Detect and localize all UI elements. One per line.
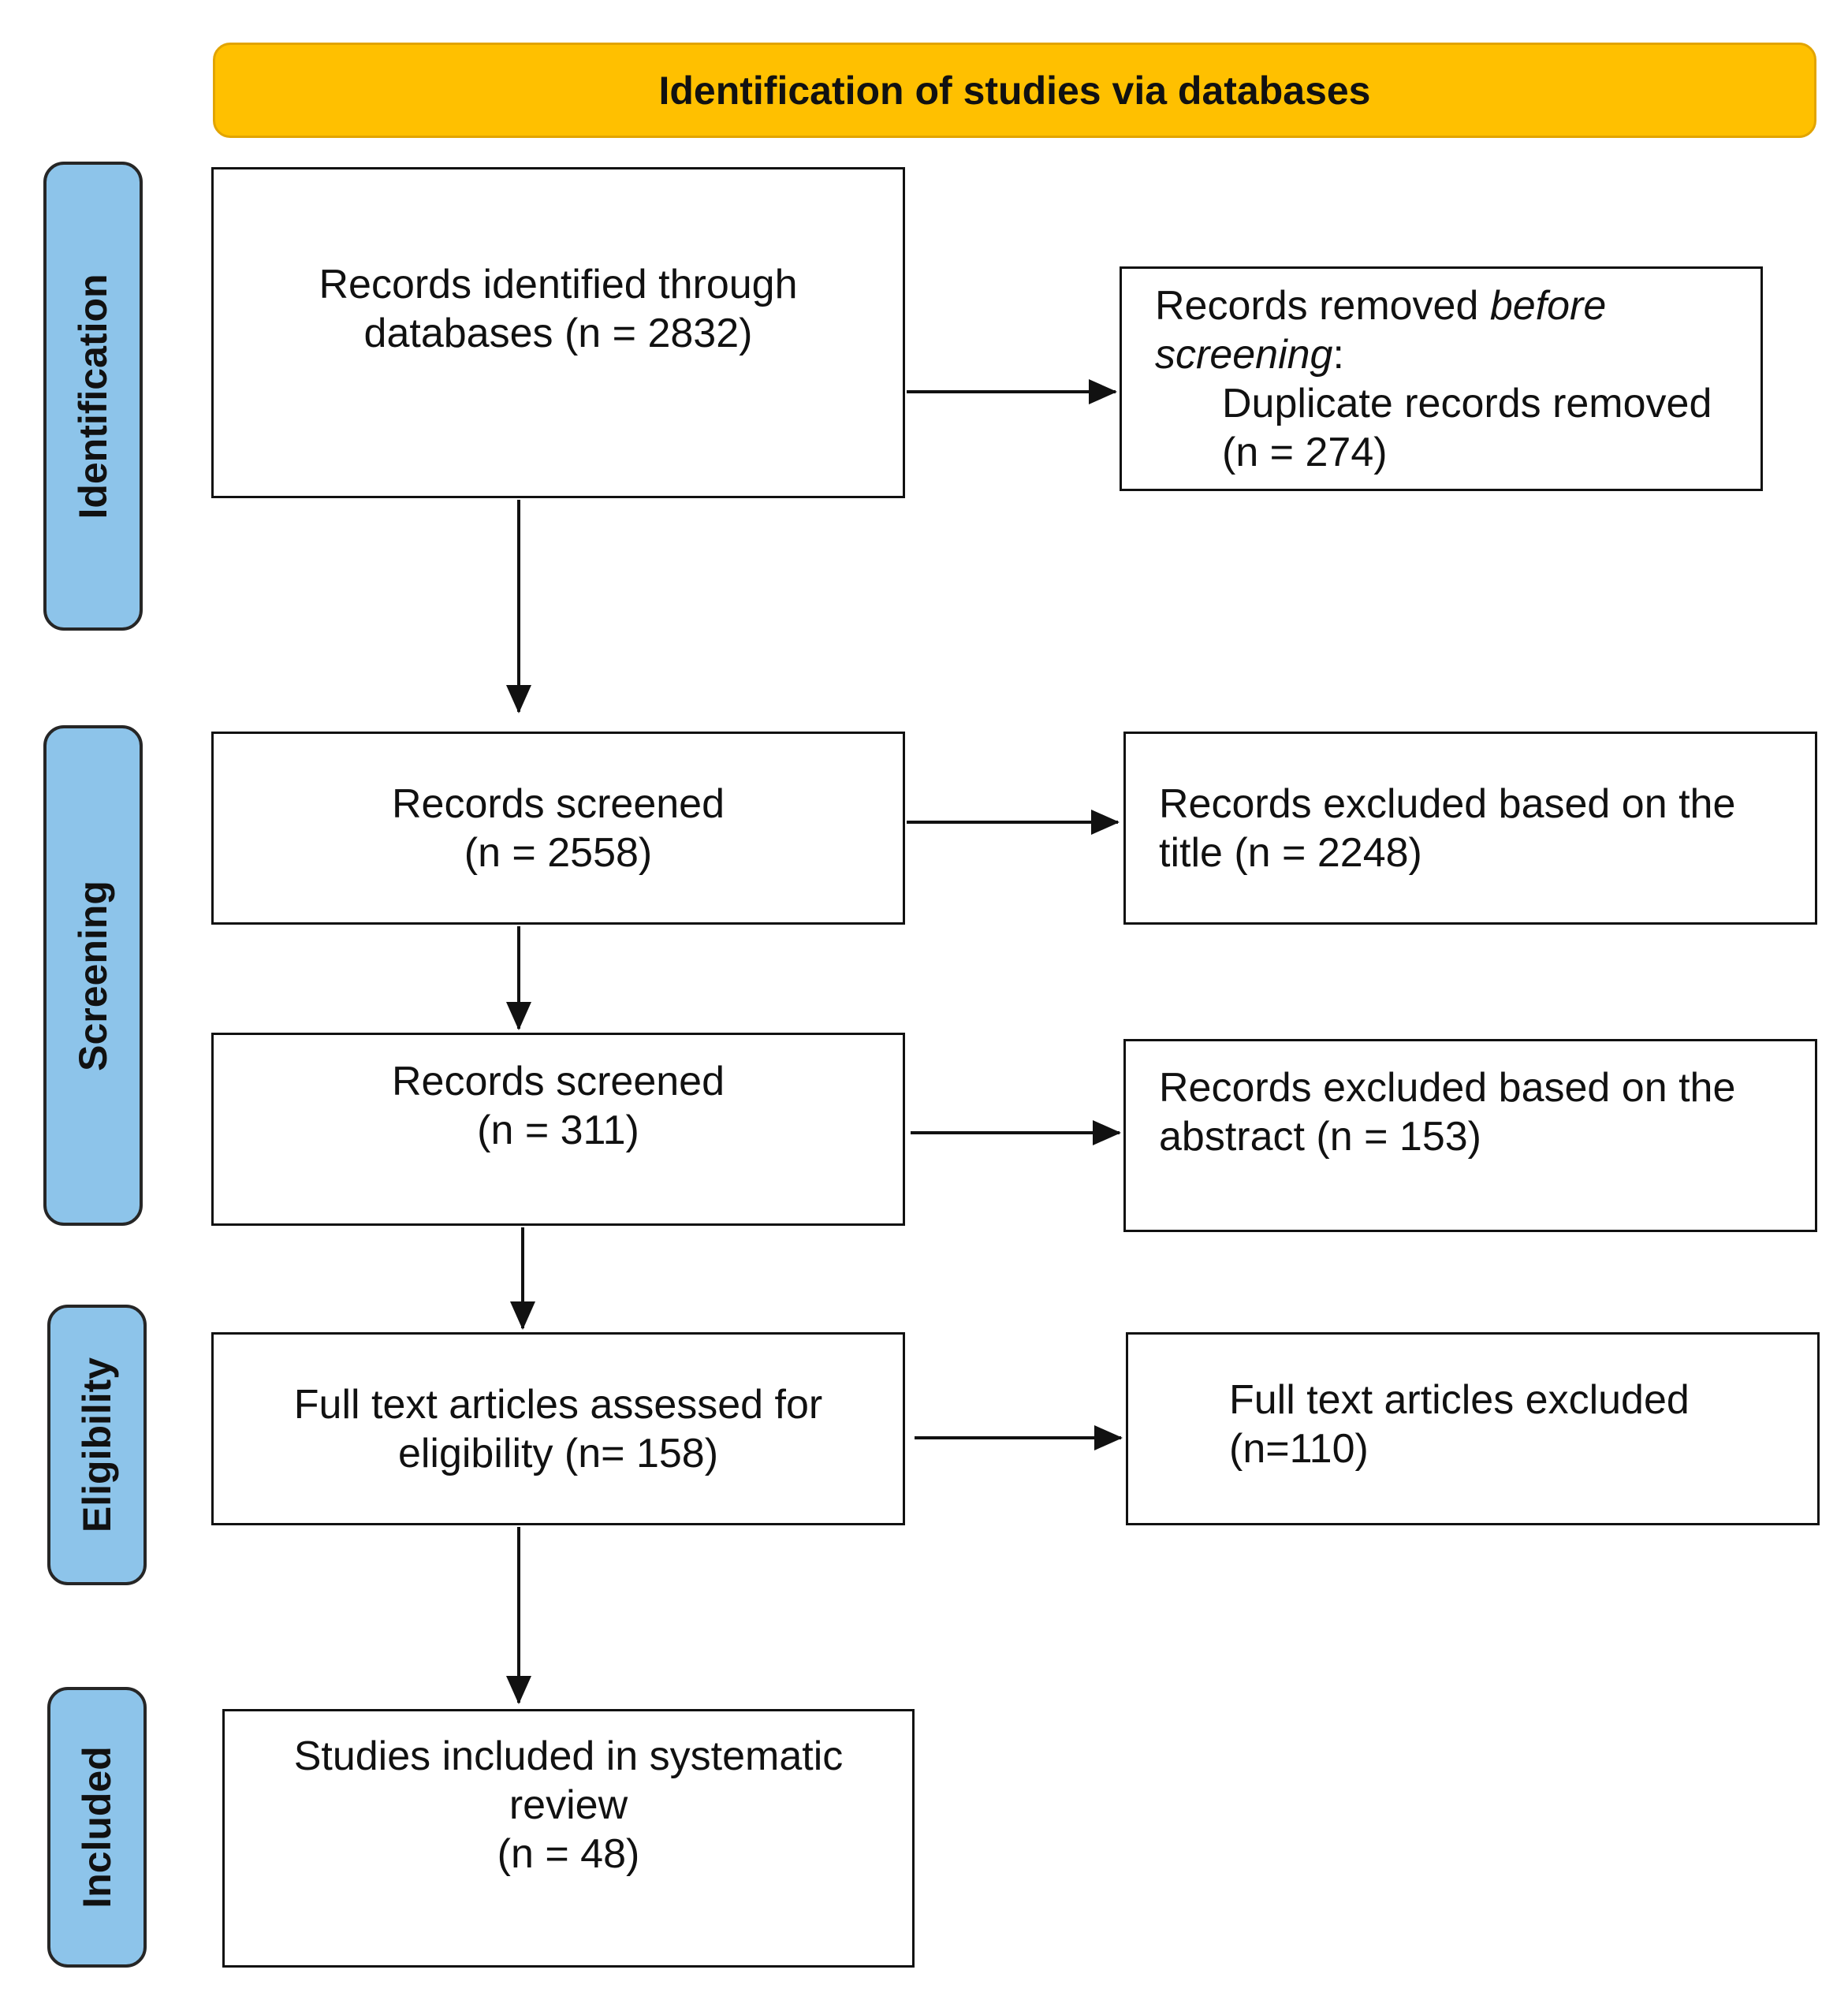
phase-identification: Identification [43, 162, 143, 631]
records-identified-line2: databases (n = 2832) [363, 311, 753, 356]
studies-included-box: Studies included in systematic review (n… [222, 1709, 915, 1968]
fulltext-excluded-line1: Full text articles excluded [1229, 1377, 1690, 1423]
records-identified-box: Records identified through databases (n … [211, 167, 905, 498]
records-removed-colon: : [1332, 332, 1344, 378]
fulltext-excluded-box: Full text articles excluded (n=110) [1126, 1332, 1820, 1525]
records-removed-line4: (n = 274) [1222, 430, 1388, 475]
excluded-abstract-line2: abstract (n = 153) [1159, 1114, 1481, 1160]
studies-included-line1: Studies included in systematic [293, 1733, 844, 1779]
records-identified-line1: Records identified through [319, 262, 798, 307]
records-screened-2-line1: Records screened [392, 1059, 725, 1104]
records-removed-prefix: Records removed [1155, 283, 1490, 329]
records-removed-line2: screening: [1155, 330, 1760, 379]
studies-included-line3: (n = 48) [497, 1831, 640, 1877]
banner-title: Identification of studies via databases [658, 68, 1371, 113]
studies-included-line2: review [509, 1782, 628, 1828]
phase-screening: Screening [43, 725, 143, 1226]
records-removed-screening: screening [1155, 332, 1333, 378]
records-screened-2-line2: (n = 311) [477, 1108, 639, 1153]
records-removed-box: Records removed before screening: Duplic… [1120, 266, 1763, 491]
records-screened-1-line2: (n = 2558) [464, 830, 653, 876]
excluded-title-line2: title (n = 2248) [1159, 830, 1422, 876]
records-screened-box-1: Records screened (n = 2558) [211, 732, 905, 925]
records-screened-box-2: Records screened (n = 311) [211, 1033, 905, 1226]
records-removed-before: before [1489, 283, 1607, 329]
fulltext-excluded-line2: (n=110) [1229, 1426, 1369, 1472]
phase-included: Included [47, 1687, 147, 1968]
records-removed-line3: Duplicate records removed [1222, 381, 1712, 426]
records-removed-line1: Records removed before [1155, 281, 1760, 330]
identification-banner: Identification of studies via databases [213, 43, 1816, 138]
fulltext-assessed-box: Full text articles assessed for eligibil… [211, 1332, 905, 1525]
records-screened-1-line1: Records screened [392, 781, 725, 827]
excluded-title-box: Records excluded based on the title (n =… [1123, 732, 1817, 925]
excluded-abstract-line1: Records excluded based on the [1159, 1065, 1736, 1111]
excluded-abstract-box: Records excluded based on the abstract (… [1123, 1039, 1817, 1232]
fulltext-assessed-line1: Full text articles assessed for [293, 1382, 823, 1428]
fulltext-assessed-line2: eligibility (n= 158) [397, 1431, 719, 1476]
phase-eligibility: Eligibility [47, 1305, 147, 1585]
excluded-title-line1: Records excluded based on the [1159, 781, 1736, 827]
